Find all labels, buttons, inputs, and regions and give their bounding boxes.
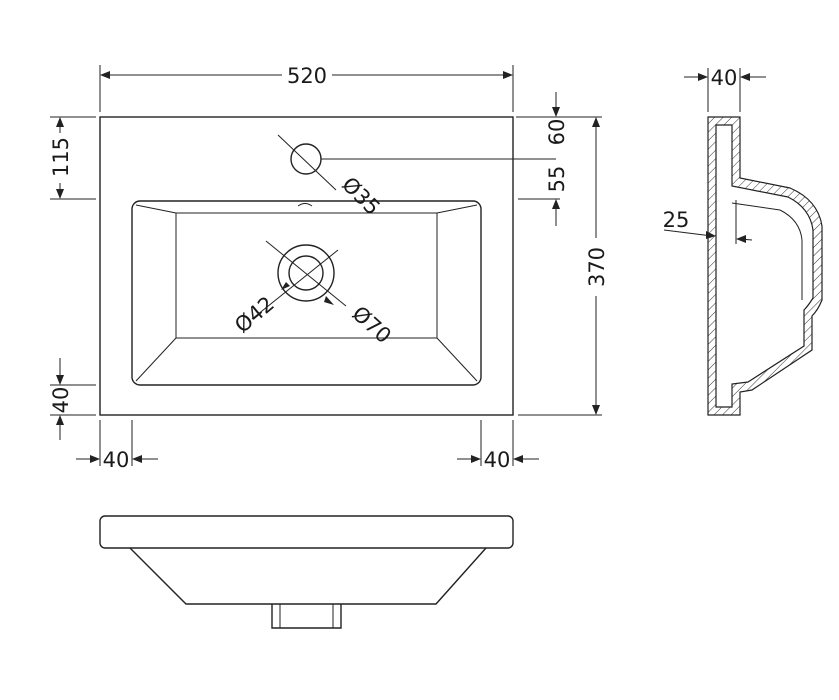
dimension-side-wall: 25 <box>663 178 753 244</box>
front-elevation-view <box>99 515 514 629</box>
waste-outer <box>277 244 335 302</box>
label-right-rim: 40 <box>484 448 511 472</box>
dimension-front-rim: 40 <box>49 358 96 440</box>
dimension-left-rim: 40 <box>76 420 158 472</box>
side-section-profile <box>707 116 823 416</box>
label-dim-55: 55 <box>545 166 569 193</box>
dimension-side-rim: 40 <box>684 66 766 112</box>
dimension-right-rim: 40 <box>457 420 539 472</box>
label-overall-width: 520 <box>287 64 327 88</box>
label-waste-outer-diameter: Ø70 <box>348 301 396 348</box>
label-front-rim: 40 <box>49 387 73 414</box>
plan-view <box>99 116 556 416</box>
label-left-rim: 40 <box>103 448 130 472</box>
front-bowl-profile <box>129 547 487 605</box>
dimension-overall-depth: 370 <box>518 116 609 416</box>
label-overall-depth: 370 <box>585 247 609 287</box>
waste-inner <box>288 255 324 291</box>
tap-hole <box>290 143 322 175</box>
bowl-rim-outline <box>131 200 482 386</box>
front-waste-outlet <box>271 604 342 629</box>
front-rim-slab <box>99 515 514 549</box>
label-side-rim: 40 <box>711 66 738 90</box>
label-tap-offset: 115 <box>49 137 73 177</box>
label-side-wall: 25 <box>663 208 690 232</box>
label-dim-60: 60 <box>545 119 569 146</box>
dimension-60-55: 60 55 <box>516 92 569 226</box>
dimension-overall-width: 520 <box>99 64 514 112</box>
dimension-tap-offset: 115 <box>49 116 96 200</box>
basin-outer-outline <box>99 116 514 416</box>
side-section-view <box>707 116 823 416</box>
label-waste-inner-diameter: Ø42 <box>230 292 279 338</box>
